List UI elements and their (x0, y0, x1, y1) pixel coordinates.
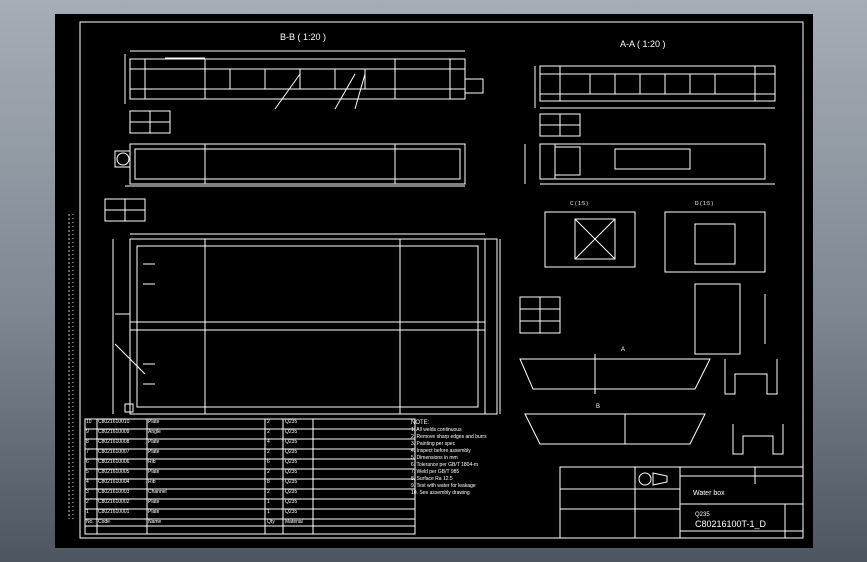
note-line: 3. Painting per spec (411, 441, 456, 447)
drawing-sheet: B-B ( 1:20 ) A-A ( 1:20 ) A B C ( 1:5 ) … (55, 14, 813, 548)
a-view-title: A (621, 347, 626, 353)
parts-list-cell: Plate (148, 509, 160, 515)
parts-list-header-cell: Code (98, 519, 110, 525)
parts-list-cell: C8021610002 (98, 499, 130, 505)
parts-list-cell: 1 (86, 509, 89, 515)
parts-list-cell: C8021610007 (98, 449, 130, 455)
parts-list-cell: Plate (148, 469, 160, 475)
notes-heading: NOTE: (411, 420, 430, 426)
parts-list-header-cell: No. (86, 519, 94, 525)
plan-view (114, 143, 466, 187)
parts-list-cell: Q235 (285, 449, 298, 455)
parts-list-cell: C8021610008 (98, 439, 130, 445)
parts-list-cell: Rib (148, 479, 156, 485)
parts-list-cell: Q235 (285, 439, 298, 445)
parts-list-header-cell: Material (285, 519, 303, 525)
parts-list-cell: Q235 (285, 499, 298, 505)
detail-views (519, 211, 784, 455)
parts-list-grid (84, 418, 416, 535)
parts-list-cell: Q235 (285, 459, 298, 465)
parts-list-cell: Plate (148, 419, 160, 425)
note-line: 1. All welds continuous (411, 427, 462, 433)
parts-list-cell: 9 (86, 429, 89, 435)
part-name: Water box (693, 490, 725, 497)
note-line: 10. See assembly drawing (411, 490, 470, 496)
parts-list-cell: Q235 (285, 479, 298, 485)
parts-list-cell: Plate (148, 439, 160, 445)
parts-list-cell: 4 (86, 479, 89, 485)
sheet-border (79, 21, 804, 539)
parts-list-cell: 8 (267, 479, 270, 485)
note-line: 2. Remove sharp edges and burrs (411, 434, 487, 440)
parts-list-cell: 2 (267, 489, 270, 495)
parts-list-cell: 2 (267, 449, 270, 455)
parts-list-cell: 2 (267, 469, 270, 475)
parts-list-cell: 1 (267, 509, 270, 515)
parts-list-cell: 6 (267, 459, 270, 465)
parts-list-cell: Channel (148, 489, 167, 495)
parts-list-cell: 10 (86, 419, 92, 425)
note-line: 6. Tolerance per GB/T 1804-m (411, 462, 479, 468)
parts-list-cell: Plate (148, 449, 160, 455)
parts-list-cell: Angle (148, 429, 161, 435)
side-view (524, 143, 775, 185)
cad-drawing (68, 21, 804, 539)
aa-view-title: A-A ( 1:20 ) (620, 39, 666, 49)
note-line: 9. Test with water for leakage (411, 483, 476, 489)
parts-list-cell: 3 (86, 489, 89, 495)
front-view-main (112, 233, 501, 415)
parts-list-cell: 2 (267, 419, 270, 425)
detail-c-title: C ( 1:5 ) (570, 201, 589, 207)
parts-list-cell: Q235 (285, 419, 298, 425)
b-view-title: B (596, 404, 601, 410)
parts-list-cell: Plate (148, 499, 160, 505)
parts-list-cell: Q235 (285, 469, 298, 475)
parts-list-cell: 2 (86, 499, 89, 505)
parts-list-cell: C8021610005 (98, 469, 130, 475)
parts-list-cell: C8021610009 (98, 429, 130, 435)
parts-list-cell: C8021610006 (98, 459, 130, 465)
parts-list-cell: 4 (267, 439, 270, 445)
parts-list-cell: 5 (86, 469, 89, 475)
notes-block: NOTE: 1. All welds continuous 2. Remove … (411, 420, 551, 498)
parts-list-cell: 8 (86, 439, 89, 445)
section-bb-view (124, 50, 484, 110)
section-aa-view (534, 65, 776, 109)
parts-list-cell: Q235 (285, 509, 298, 515)
parts-list-cell: C8021610004 (98, 479, 130, 485)
parts-list-cell: 7 (86, 449, 89, 455)
parts-list-header-cell: Name (148, 519, 162, 525)
parts-list-cell: Q235 (285, 489, 298, 495)
title-block-grid (559, 466, 804, 539)
parts-list-header-cell: Qty (267, 519, 275, 525)
material: Q235 (695, 512, 710, 518)
note-line: 4. Inspect before assembly (411, 448, 471, 454)
drawing-number: C80216100T-1_D (695, 519, 767, 529)
detail-d-title: D ( 1:5 ) (695, 201, 714, 207)
note-line: 5. Dimensions in mm (411, 455, 458, 461)
bb-view-title: B-B ( 1:20 ) (280, 32, 327, 42)
parts-list-cell: Q235 (285, 429, 298, 435)
parts-list-cell: 2 (267, 429, 270, 435)
parts-list-cell: C8021610003 (98, 489, 130, 495)
parts-list-cell: 6 (86, 459, 89, 465)
parts-list-cell: 1 (267, 499, 270, 505)
parts-list-cell: C8021610001 (98, 509, 130, 515)
note-line: 8. Surface Ra 12.5 (411, 476, 453, 482)
parts-list-cell: Rib (148, 459, 156, 465)
note-line: 7. Weld per GB/T 985 (411, 469, 460, 475)
parts-list-cell: C8021610010 (98, 419, 130, 425)
